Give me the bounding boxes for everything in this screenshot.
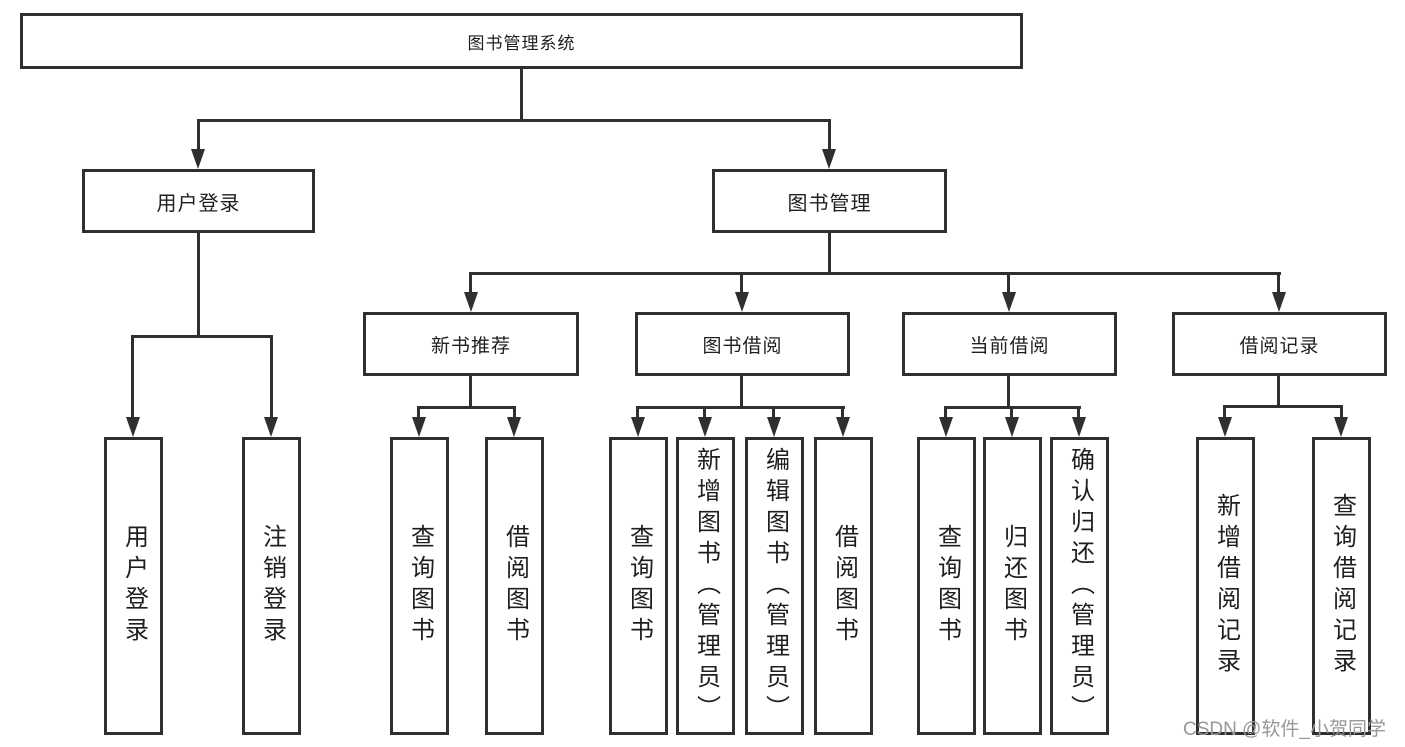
node-label: 查询图书: [933, 524, 961, 648]
connector-newbooks-stub: [513, 406, 516, 419]
node-label: 借阅图书: [830, 524, 858, 648]
connector-login-stub: [270, 335, 273, 419]
node-borrowing-records: 借阅记录: [1172, 312, 1387, 376]
connector-login-stem: [197, 233, 200, 335]
node-library-system: 图书管理系统: [20, 13, 1023, 69]
connector-borrow-bar: [636, 406, 845, 409]
connector-l2-bar: [197, 119, 831, 122]
node-label: 注销登录: [258, 524, 286, 648]
leaf-query-books: 查询图书: [609, 437, 668, 735]
leaf-return-books: 归还图书: [983, 437, 1042, 735]
node-label: 新增图书（管理员）: [692, 446, 720, 726]
connector-borrow-stub: [772, 406, 775, 419]
connector-l3-stub: [469, 272, 472, 294]
connector-borrow-stub: [841, 406, 844, 419]
leaf-borrow-books-recommend: 借阅图书: [485, 437, 544, 735]
arrow-down-icon: [1072, 417, 1086, 437]
connector-current-stem: [1007, 376, 1010, 408]
leaf-add-borrow-record: 新增借阅记录: [1196, 437, 1255, 735]
connector-records-bar: [1223, 405, 1343, 408]
connector-current-stub: [944, 406, 947, 419]
arrow-down-icon: [767, 417, 781, 437]
arrow-down-icon: [191, 149, 205, 169]
connector-newbooks-stub: [417, 406, 420, 419]
arrow-down-icon: [1334, 417, 1348, 437]
arrow-down-icon: [698, 417, 712, 437]
node-label: 借阅图书: [501, 524, 529, 648]
node-book-management: 图书管理: [712, 169, 947, 233]
connector-root-stem: [520, 69, 523, 121]
node-label: 用户登录: [156, 192, 241, 215]
node-label: 新书推荐: [430, 335, 511, 357]
arrow-down-icon: [836, 417, 850, 437]
node-label: 新增借阅记录: [1212, 493, 1240, 679]
connector-records-stem: [1277, 376, 1280, 407]
connector-login-stub: [131, 335, 134, 419]
node-new-book-recommend: 新书推荐: [363, 312, 579, 376]
arrow-down-icon: [507, 417, 521, 437]
leaf-add-books-admin: 新增图书（管理员）: [676, 437, 735, 735]
node-current-borrowing: 当前借阅: [902, 312, 1117, 376]
connector-borrow-stub: [636, 406, 639, 419]
connector-l2-stub: [197, 119, 200, 151]
leaf-query-books-current: 查询图书: [917, 437, 976, 735]
node-label: 图书借阅: [702, 335, 783, 357]
node-label: 借阅记录: [1239, 335, 1320, 357]
node-label: 查询借阅记录: [1328, 493, 1356, 679]
connector-newbooks-stem: [469, 376, 472, 408]
connector-login-bar: [131, 335, 273, 338]
node-label: 用户登录: [120, 524, 148, 648]
node-label: 查询图书: [625, 524, 653, 648]
node-label: 确认归还（管理员）: [1066, 446, 1094, 726]
node-label: 图书管理系统: [467, 33, 576, 53]
arrow-down-icon: [264, 417, 278, 437]
node-label: 图书管理: [787, 192, 872, 215]
leaf-borrow-books: 借阅图书: [814, 437, 873, 735]
connector-current-stub: [1010, 406, 1013, 419]
arrow-down-icon: [464, 292, 478, 312]
connector-l3-stub: [1007, 272, 1010, 294]
arrow-down-icon: [126, 417, 140, 437]
connector-borrow-stub: [703, 406, 706, 419]
connector-records-stub: [1223, 405, 1226, 419]
node-user-login: 用户登录: [82, 169, 315, 233]
arrow-down-icon: [1002, 292, 1016, 312]
connector-records-stub: [1340, 405, 1343, 419]
leaf-logout: 注销登录: [242, 437, 301, 735]
arrow-down-icon: [412, 417, 426, 437]
connector-mgmt-stem: [828, 233, 831, 275]
node-book-borrowing: 图书借阅: [635, 312, 850, 376]
arrow-down-icon: [1005, 417, 1019, 437]
arrow-down-icon: [1272, 292, 1286, 312]
node-label: 查询图书: [406, 524, 434, 648]
node-label: 当前借阅: [969, 335, 1050, 357]
arrow-down-icon: [939, 417, 953, 437]
connector-l3-stub: [1277, 272, 1280, 294]
node-label: 归还图书: [999, 524, 1027, 648]
arrow-down-icon: [822, 149, 836, 169]
connector-current-stub: [1077, 406, 1080, 419]
leaf-edit-books-admin: 编辑图书（管理员）: [745, 437, 804, 735]
leaf-confirm-return-admin: 确认归还（管理员）: [1050, 437, 1109, 735]
connector-borrow-stem: [740, 376, 743, 408]
connector-l3-stub: [740, 272, 743, 294]
connector-newbooks-bar: [417, 406, 516, 409]
leaf-user-login: 用户登录: [104, 437, 163, 735]
csdn-watermark: CSDN @软件_小贺同学: [1183, 719, 1386, 740]
leaf-query-borrow-record: 查询借阅记录: [1312, 437, 1371, 735]
node-label: 编辑图书（管理员）: [761, 446, 789, 726]
connector-l2-stub: [828, 119, 831, 151]
arrow-down-icon: [631, 417, 645, 437]
leaf-query-books-recommend: 查询图书: [390, 437, 449, 735]
arrow-down-icon: [735, 292, 749, 312]
connector-l3-bar: [469, 272, 1281, 275]
arrow-down-icon: [1218, 417, 1232, 437]
